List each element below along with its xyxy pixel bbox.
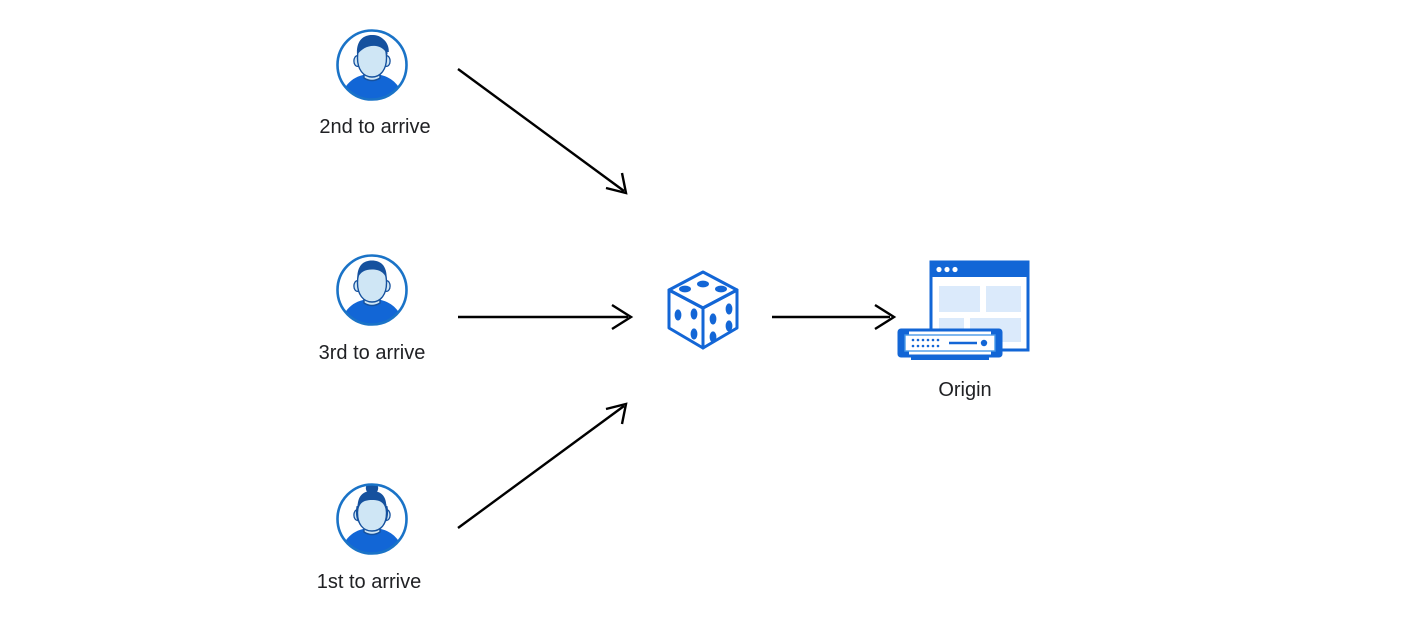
dice-pips-top — [679, 280, 727, 293]
user-avatar-icon — [336, 254, 408, 326]
dice-pips-right — [709, 303, 733, 343]
origin-server-icon — [897, 260, 1030, 360]
client-label-3rd: 3rd to arrive — [318, 342, 426, 364]
client-label-2nd: 2nd to arrive — [319, 116, 431, 138]
origin-label: Origin — [938, 379, 992, 401]
server-led-grid-icon — [911, 338, 940, 348]
server-device-icon — [897, 328, 1003, 360]
arrow-1st-to-dice — [457, 402, 628, 529]
dice-pips-left — [674, 308, 698, 340]
arrow-3rd-to-dice — [458, 303, 634, 331]
origin-node — [893, 258, 1033, 363]
browser-dots-icon — [936, 266, 958, 273]
arrow-dice-to-origin — [772, 303, 897, 331]
user-avatar-icon — [336, 29, 408, 101]
user-avatar-icon — [336, 483, 408, 555]
randomizer-node — [663, 268, 743, 358]
dice-icon — [667, 270, 739, 350]
client-label-1st: 1st to arrive — [316, 571, 422, 593]
